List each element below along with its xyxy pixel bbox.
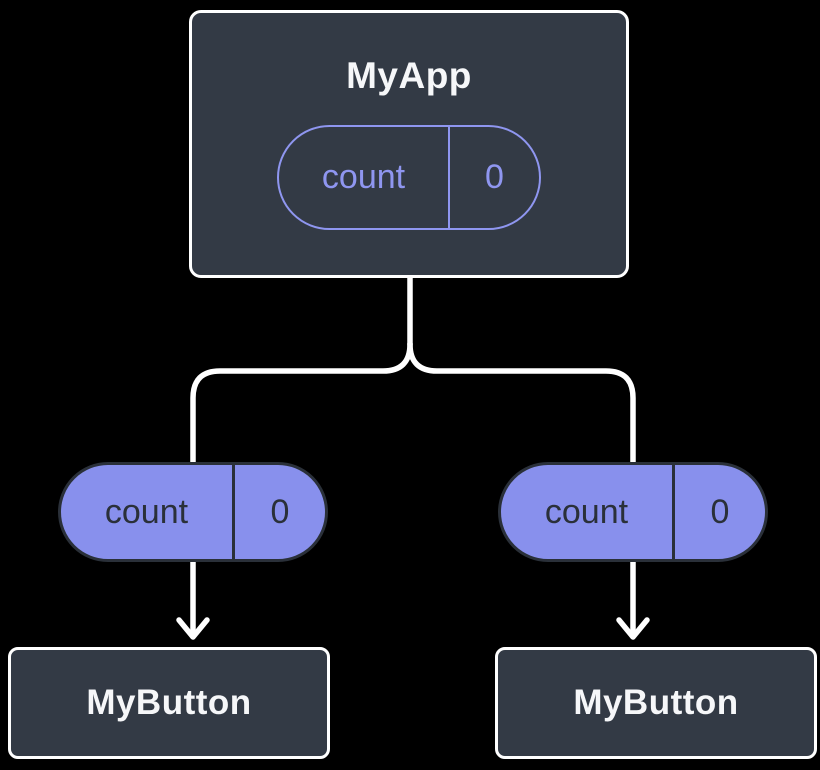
prop-name: count [501,465,675,559]
arrow-left-head-icon [176,617,210,640]
right-child-component-box: MyButton [495,647,817,759]
arrow-right-head-icon [616,617,650,640]
right-child-component-title: MyButton [573,683,739,722]
prop-name: count [61,465,235,559]
prop-value: 0 [270,492,290,531]
left-child-component-title: MyButton [86,683,252,722]
state-name: count [279,127,450,228]
connector-branch-right [407,341,636,473]
right-prop-pill: count 0 [498,462,768,562]
prop-value: 0 [710,492,730,531]
connector-branch-left [190,341,413,473]
state-value: 0 [485,158,504,196]
root-state-pill: count 0 [277,125,541,230]
left-prop-pill: count 0 [58,462,328,562]
left-child-component-box: MyButton [8,647,330,759]
root-component-title: MyApp [346,55,472,96]
root-component-box: MyApp count 0 [189,10,629,278]
